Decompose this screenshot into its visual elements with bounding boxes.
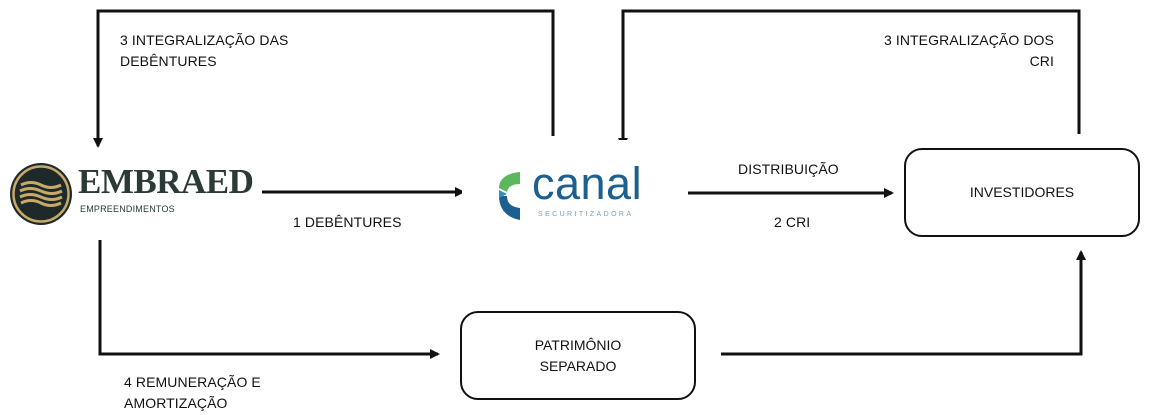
label-debentures-text: 1 DEBÊNTURES bbox=[293, 214, 402, 230]
embraed-subtitle: EMPREENDIMENTOS bbox=[80, 204, 175, 214]
label-remuneracao-line-2: AMORTIZAÇÃO bbox=[124, 395, 228, 411]
embraed-emblem-icon bbox=[10, 163, 72, 225]
arrow-integralizacao-cri bbox=[618, 9, 1081, 148]
label-integralizacao-debentures-line-2: DEBÊNTURES bbox=[120, 53, 217, 69]
patrimonio-label-line-2: SEPARADO bbox=[539, 357, 617, 374]
patrimonio-separado-node: PATRIMÔNIO SEPARADO bbox=[460, 311, 696, 400]
investidores-label: INVESTIDORES bbox=[969, 184, 1075, 200]
canal-mark-icon bbox=[499, 172, 520, 220]
arrow-integralizacao-debentures bbox=[93, 9, 555, 148]
embraed-name: EMBRAED bbox=[78, 162, 254, 201]
label-integralizacao-cri-line-2: CRI bbox=[1029, 53, 1054, 69]
label-distribuicao: DISTRIBUIÇÃO bbox=[738, 159, 839, 180]
patrimonio-label-line-1: PATRIMÔNIO bbox=[534, 336, 622, 353]
label-cri: 2 CRI bbox=[774, 212, 810, 233]
arrow-patrimonio-investidores bbox=[721, 250, 1086, 356]
arrow-remuneracao bbox=[98, 240, 440, 359]
investidores-node: INVESTIDORES bbox=[904, 148, 1140, 237]
label-integralizacao-cri: 3 INTEGRALIZAÇÃO DOS CRI bbox=[820, 30, 1054, 72]
label-remuneracao-line-1: 4 REMUNERAÇÃO E bbox=[124, 374, 261, 390]
label-integralizacao-debentures-line-1: 3 INTEGRALIZAÇÃO DAS bbox=[120, 32, 289, 48]
label-integralizacao-cri-line-1: 3 INTEGRALIZAÇÃO DOS bbox=[883, 32, 1054, 48]
label-distribuicao-text: DISTRIBUIÇÃO bbox=[738, 161, 839, 177]
canal-logo: canal SECURITIZADORA bbox=[462, 140, 688, 242]
label-integralizacao-debentures: 3 INTEGRALIZAÇÃO DAS DEBÊNTURES bbox=[120, 30, 288, 72]
embraed-logo: EMBRAED EMPREENDIMENTOS bbox=[8, 158, 254, 228]
label-remuneracao: 4 REMUNERAÇÃO E AMORTIZAÇÃO bbox=[124, 372, 261, 414]
canal-subtitle: SECURITIZADORA bbox=[538, 211, 634, 218]
label-debentures: 1 DEBÊNTURES bbox=[293, 212, 402, 233]
canal-name: canal bbox=[532, 158, 643, 209]
label-cri-text: 2 CRI bbox=[774, 214, 811, 230]
